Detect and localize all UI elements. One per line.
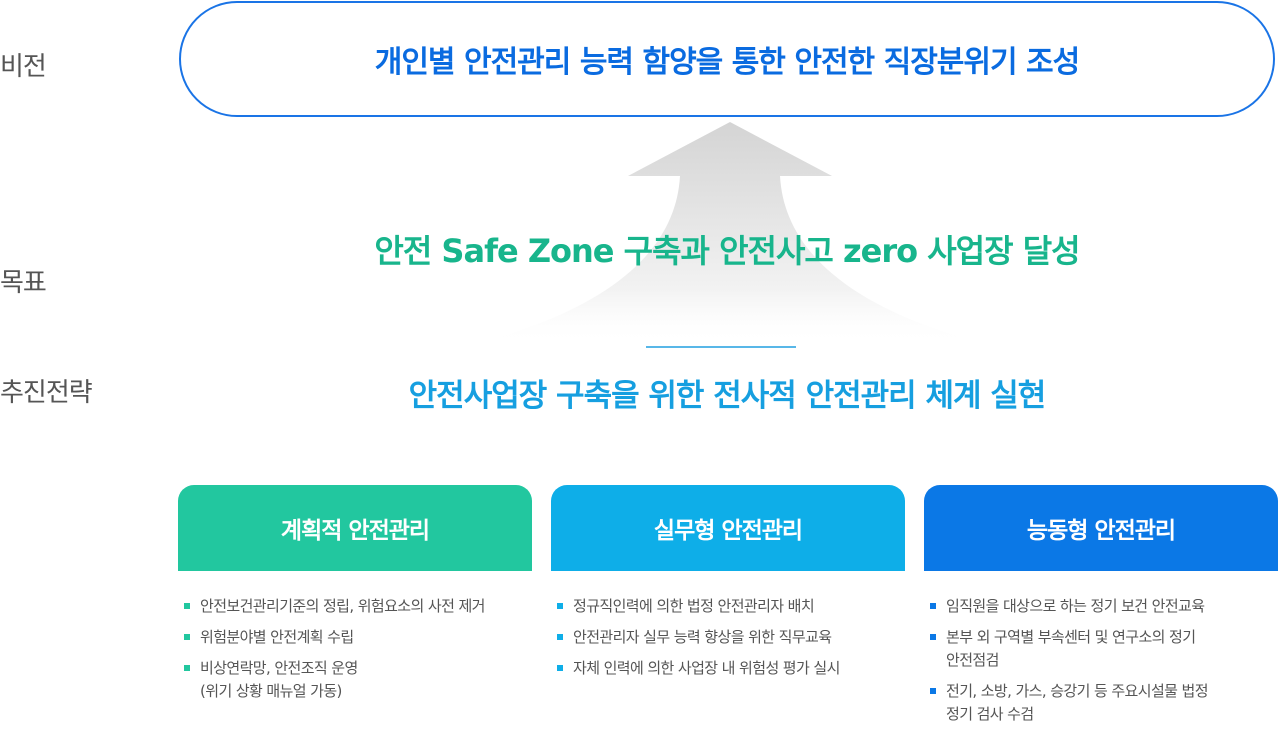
vision-box: 개인별 안전관리 능력 함양을 통한 안전한 직장분위기 조성 xyxy=(179,1,1275,117)
up-arrow-graphic xyxy=(470,122,990,345)
list-item: 안전관리자 실무 능력 향상을 위한 직무교육 xyxy=(557,626,905,649)
goal-label: 목표 xyxy=(0,268,47,298)
column-title: 능동형 안전관리 xyxy=(924,485,1278,571)
strategy-statement: 안전사업장 구축을 위한 전사적 안전관리 체계 실현 xyxy=(408,378,1047,414)
strategy-label: 추진전략 xyxy=(0,378,93,408)
square-bullet-icon xyxy=(557,603,563,609)
list-item: 비상연락망, 안전조직 운영(위기 상황 매뉴얼 가동) xyxy=(184,657,532,703)
column-title: 계획적 안전관리 xyxy=(178,485,532,571)
column-items: 안전보건관리기준의 정립, 위험요소의 사전 제거 위험분야별 안전계획 수립 … xyxy=(178,571,532,703)
list-item: 자체 인력에 의한 사업장 내 위험성 평가 실시 xyxy=(557,657,905,680)
column-active-safety: 능동형 안전관리 임직원을 대상으로 하는 정기 보건 안전교육 본부 외 구역… xyxy=(924,485,1278,734)
list-item: 임직원을 대상으로 하는 정기 보건 안전교육 xyxy=(930,595,1278,618)
column-items: 정규직인력에 의한 법정 안전관리자 배치 안전관리자 실무 능력 향상을 위한… xyxy=(551,571,905,680)
square-bullet-icon xyxy=(930,688,936,694)
column-items: 임직원을 대상으로 하는 정기 보건 안전교육 본부 외 구역별 부속센터 및 … xyxy=(924,571,1278,726)
column-practical-safety: 실무형 안전관리 정규직인력에 의한 법정 안전관리자 배치 안전관리자 실무 … xyxy=(551,485,905,688)
list-item: 정규직인력에 의한 법정 안전관리자 배치 xyxy=(557,595,905,618)
square-bullet-icon xyxy=(557,634,563,640)
square-bullet-icon xyxy=(184,603,190,609)
vision-label: 비전 xyxy=(0,52,47,82)
list-item: 안전보건관리기준의 정립, 위험요소의 사전 제거 xyxy=(184,595,532,618)
vision-statement: 개인별 안전관리 능력 함양을 통한 안전한 직장분위기 조성 xyxy=(374,45,1081,80)
list-item: 위험분야별 안전계획 수립 xyxy=(184,626,532,649)
square-bullet-icon xyxy=(184,634,190,640)
goal-statement: 안전 Safe Zone 구축과 안전사고 zero 사업장 달성 xyxy=(374,232,1080,270)
square-bullet-icon xyxy=(557,665,563,671)
column-title: 실무형 안전관리 xyxy=(551,485,905,571)
column-planned-safety: 계획적 안전관리 안전보건관리기준의 정립, 위험요소의 사전 제거 위험분야별… xyxy=(178,485,532,711)
divider-line xyxy=(646,346,796,348)
square-bullet-icon xyxy=(930,634,936,640)
square-bullet-icon xyxy=(184,665,190,671)
square-bullet-icon xyxy=(930,603,936,609)
